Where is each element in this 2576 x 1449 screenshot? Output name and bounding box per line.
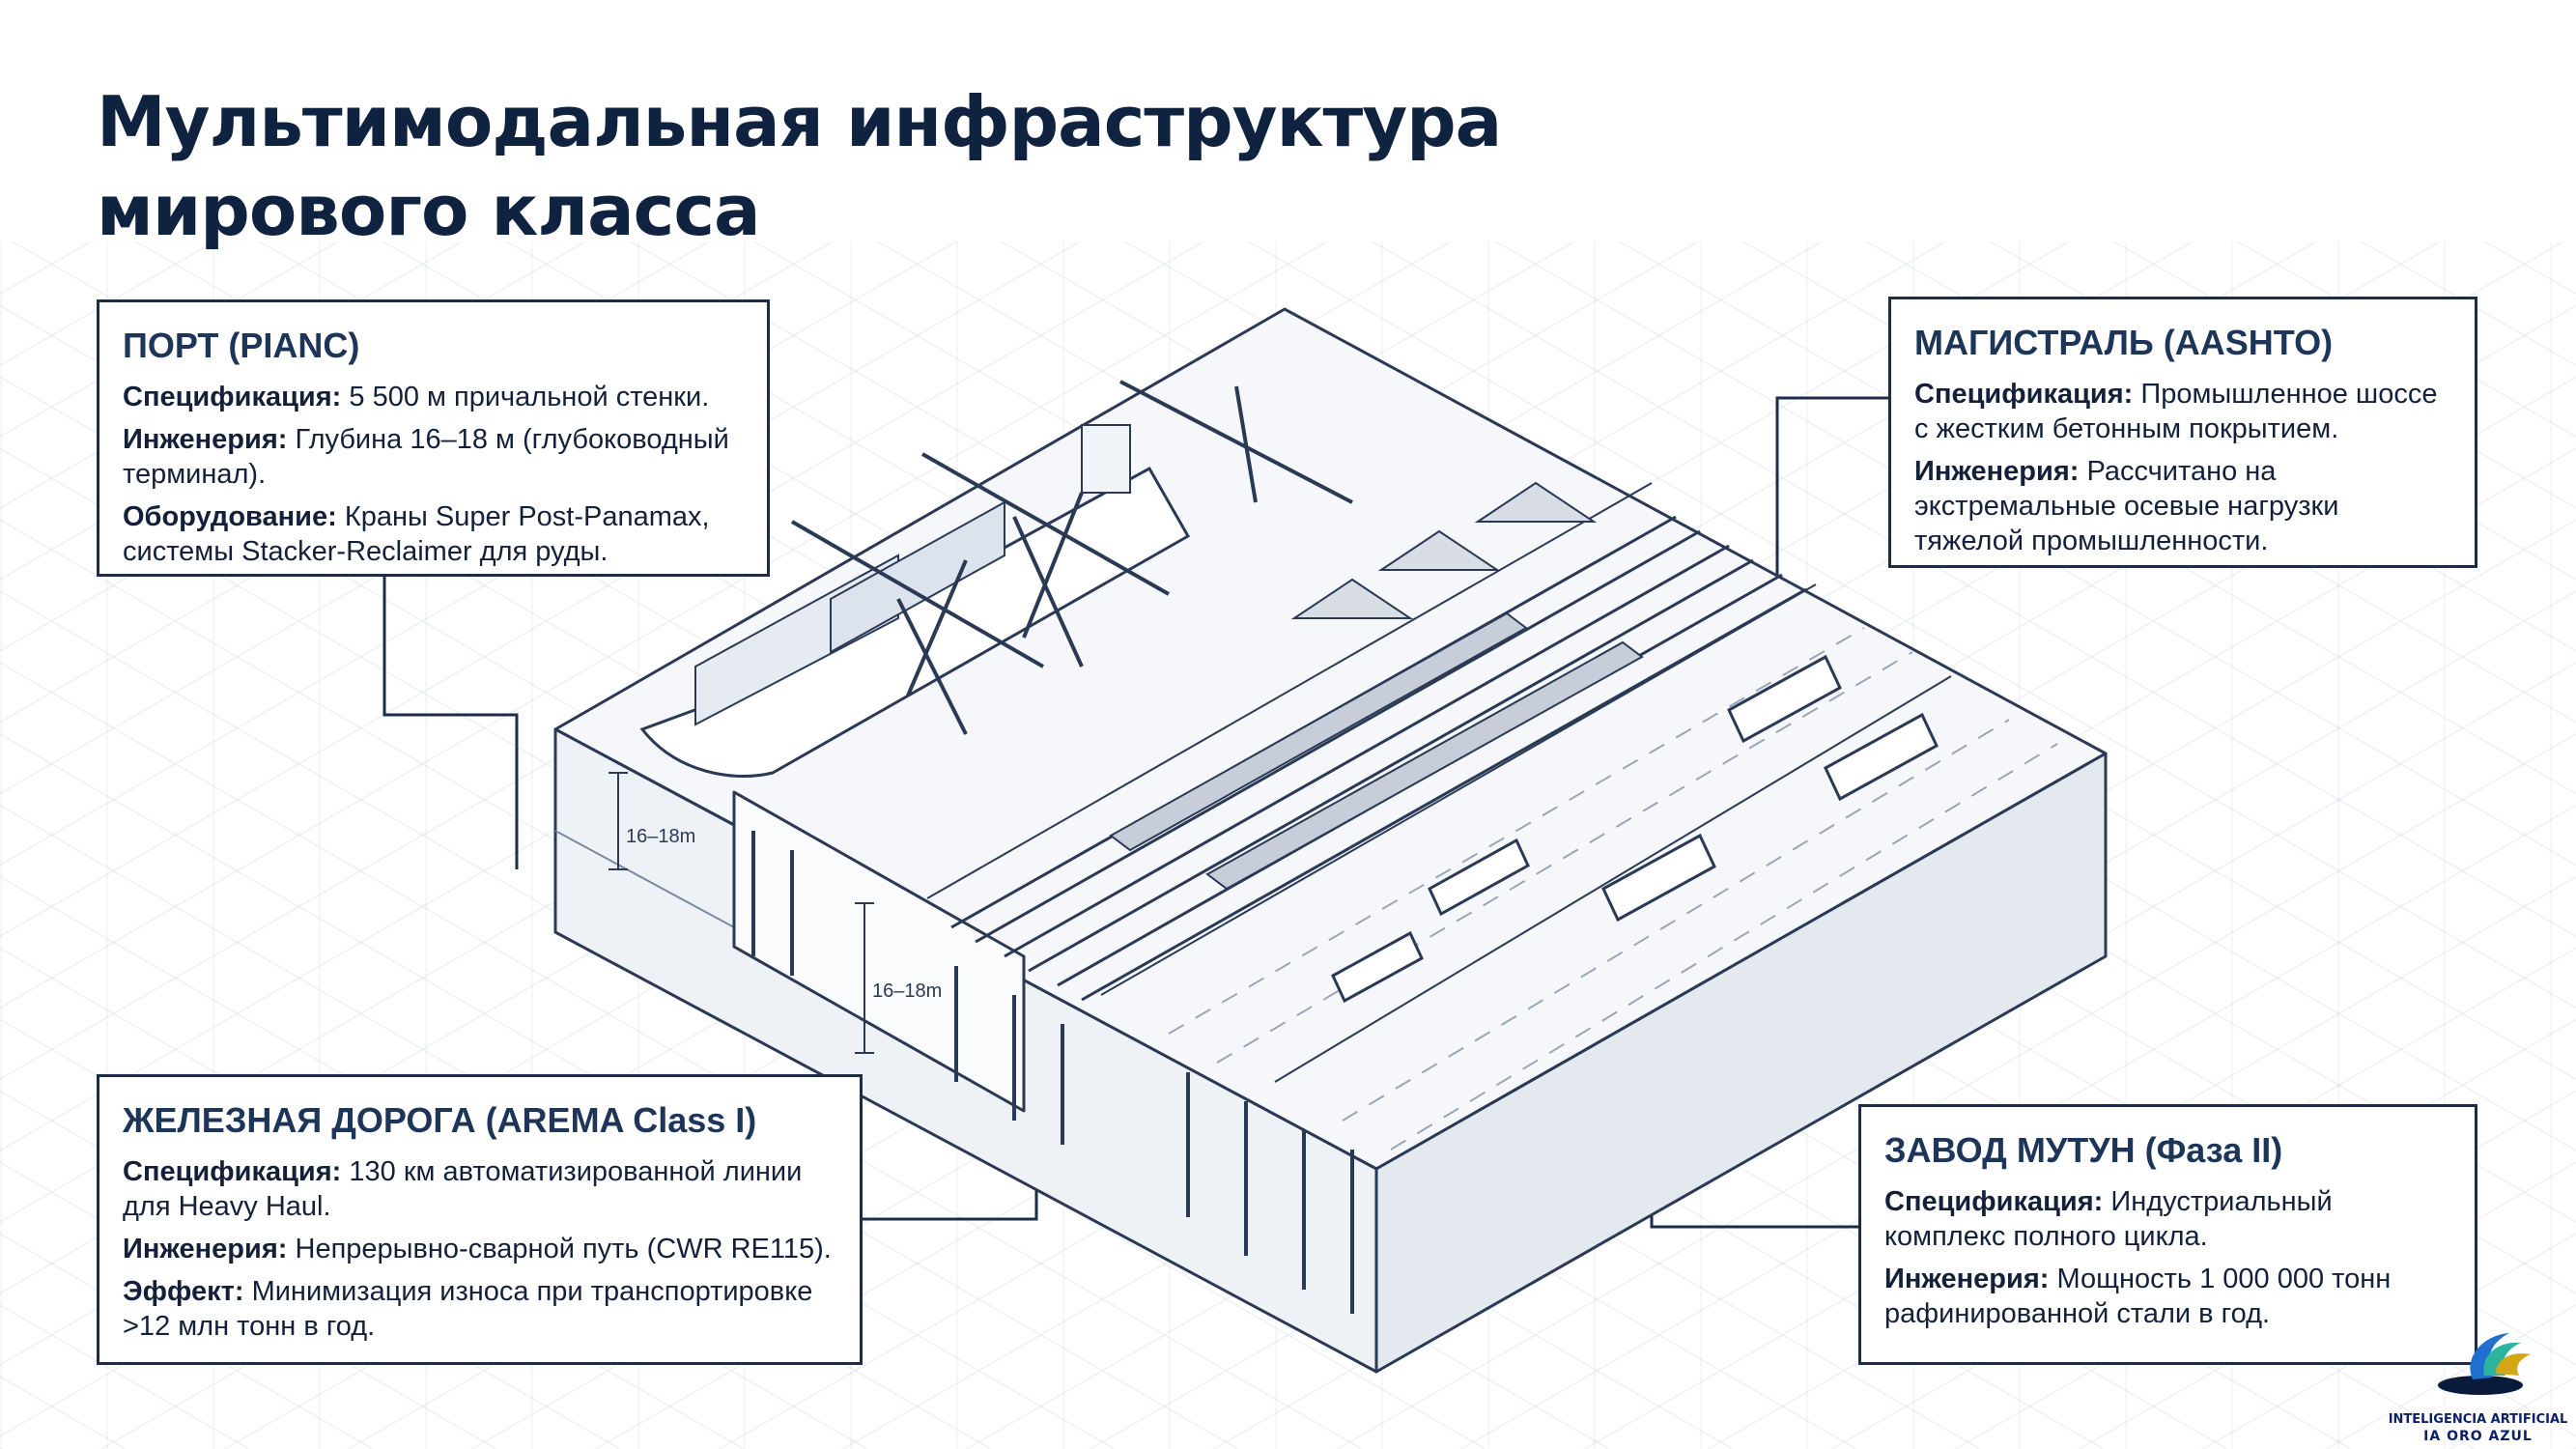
callout-rail-row: Эффект: Минимизация износа при транспорт… [123, 1274, 836, 1344]
row-text: Краны Super Post-Panamax, системы Stacke… [123, 501, 710, 567]
row-text: 5 500 м причальной стенки. [349, 382, 710, 412]
row-text: Глубина 16–18 м (глубоководный терминал)… [123, 424, 729, 490]
callout-rail-heading: ЖЕЛЕЗНАЯ ДОРОГА (AREMA Class I) [123, 1100, 757, 1140]
depth-label-water: 16–18m [626, 826, 695, 847]
callout-plant-row: Спецификация: Индустриальный комплекс по… [1884, 1184, 2451, 1254]
page-title-line-1: Мультимодальная инфраструктура [97, 81, 1502, 162]
quay-wall [732, 790, 1026, 1113]
row-text: Минимизация износа при транспортировке >… [123, 1276, 813, 1342]
row-label: Инженерия: [1884, 1264, 2050, 1294]
callout-port-row: Спецификация: 5 500 м причальной стенки. [123, 380, 744, 414]
row-text: Промышленное шоссе с жестким бетонным по… [1914, 379, 2438, 444]
callout-highway-row: Спецификация: Промышленное шоссе с жестк… [1914, 377, 2451, 446]
depth-dimension-quay [855, 902, 874, 1054]
row-text: 130 км автоматизированной линии для Heav… [123, 1156, 803, 1222]
row-label: Инженерия: [1914, 456, 2080, 487]
depth-dimension-water [609, 772, 628, 870]
leader-line-port [382, 577, 519, 869]
quay-piles [751, 831, 1354, 1314]
callout-rail: ЖЕЛЕЗНАЯ ДОРОГА (AREMA Class I) Специфик… [97, 1074, 863, 1365]
brand-logo-line-2: IA ORO AZUL [2423, 1429, 2533, 1444]
depth-label-quay: 16–18m [872, 980, 942, 1002]
row-label: Оборудование: [123, 501, 337, 532]
callout-port-row: Оборудование: Краны Super Post-Panamax, … [123, 499, 744, 569]
container-ship [639, 424, 1191, 779]
rail-embankment [926, 482, 1653, 899]
callout-port-heading: ПОРТ (PIANC) [123, 326, 360, 365]
row-label: Инженерия: [123, 1234, 288, 1264]
callout-plant-row: Инженерия: Мощность 1 000 000 тонн рафин… [1884, 1262, 2451, 1331]
callout-highway: МАГИСТРАЛЬ (AASHTO) Спецификация: Промыш… [1888, 297, 2477, 568]
freight-trains [1109, 611, 1644, 891]
row-text: Мощность 1 000 000 тонн рафинированной с… [1884, 1264, 2392, 1329]
row-text: Непрерывно-сварной путь (CWR RE115). [295, 1234, 832, 1264]
port-cranes [791, 380, 1353, 735]
brand-logo: INTELIGENCIA ARTIFICIAL IA ORO AZUL [2384, 1325, 2572, 1447]
brand-logo-line-1: INTELIGENCIA ARTIFICIAL [2388, 1412, 2568, 1427]
callout-port-row: Инженерия: Глубина 16–18 м (глубоководны… [123, 422, 744, 492]
ore-stockpiles [1290, 481, 1598, 619]
highway-trucks [1331, 654, 1939, 1004]
callout-plant-heading: ЗАВОД МУТУН (Фаза II) [1884, 1130, 2283, 1170]
page-title-line-2: мирового класса [97, 170, 761, 251]
row-text: Рассчитано на экстремальные осевые нагру… [1914, 456, 2339, 556]
row-label: Спецификация: [1884, 1186, 2104, 1217]
row-label: Спецификация: [123, 1156, 342, 1187]
highway-lane-markings [1168, 627, 2058, 1151]
row-label: Инженерия: [123, 424, 288, 455]
block-right-face [1374, 752, 2108, 1374]
highway-median [1274, 675, 1952, 1083]
callout-highway-heading: МАГИСТРАЛЬ (AASHTO) [1914, 323, 2334, 362]
row-label: Эффект: [123, 1276, 244, 1307]
row-label: Спецификация: [1914, 379, 2134, 410]
leader-line-highway [1770, 396, 1888, 635]
row-label: Спецификация: [123, 382, 342, 412]
rail-tracks [950, 515, 1807, 1002]
callout-rail-row: Инженерия: Непрерывно-сварной путь (CWR … [123, 1232, 836, 1266]
isometric-block [553, 307, 2108, 1374]
callout-plant: ЗАВОД МУТУН (Фаза II) Спецификация: Инду… [1858, 1104, 2477, 1365]
page-title: Мультимодальная инфраструктура мирового … [97, 77, 1502, 255]
callout-highway-row: Инженерия: Рассчитано на экстремальные о… [1914, 454, 2451, 558]
callout-port: ПОРТ (PIANC) Спецификация: 5 500 м прича… [97, 299, 770, 577]
row-text: Индустриальный комплекс полного цикла. [1884, 1186, 2333, 1252]
brand-logo-icon [2438, 1333, 2531, 1395]
water-line [554, 830, 735, 928]
callout-rail-row: Спецификация: 130 км автоматизированной … [123, 1154, 836, 1224]
